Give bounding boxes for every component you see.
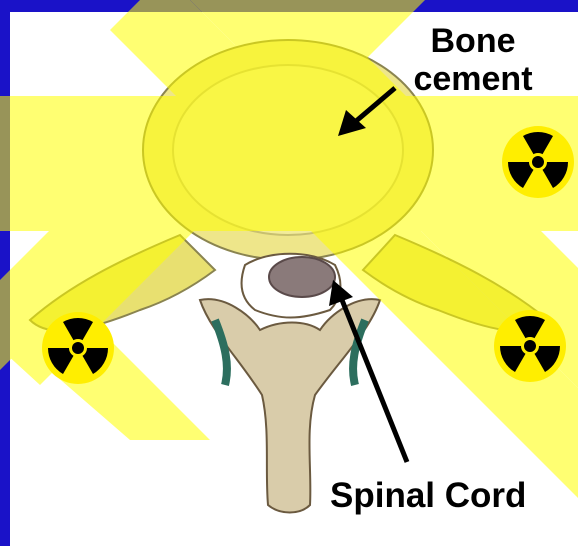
spinal-cord-label: Spinal Cord [330, 476, 526, 516]
bone-cement-line-2: cement [406, 60, 540, 98]
bone-cement-line-1: Bone [406, 22, 540, 60]
bone-cement-label: Bone cement [406, 22, 540, 98]
radiation-icon [42, 312, 114, 384]
spinal-canal [242, 254, 341, 318]
radiation-icon [494, 310, 566, 382]
radiation-icon [502, 126, 574, 198]
